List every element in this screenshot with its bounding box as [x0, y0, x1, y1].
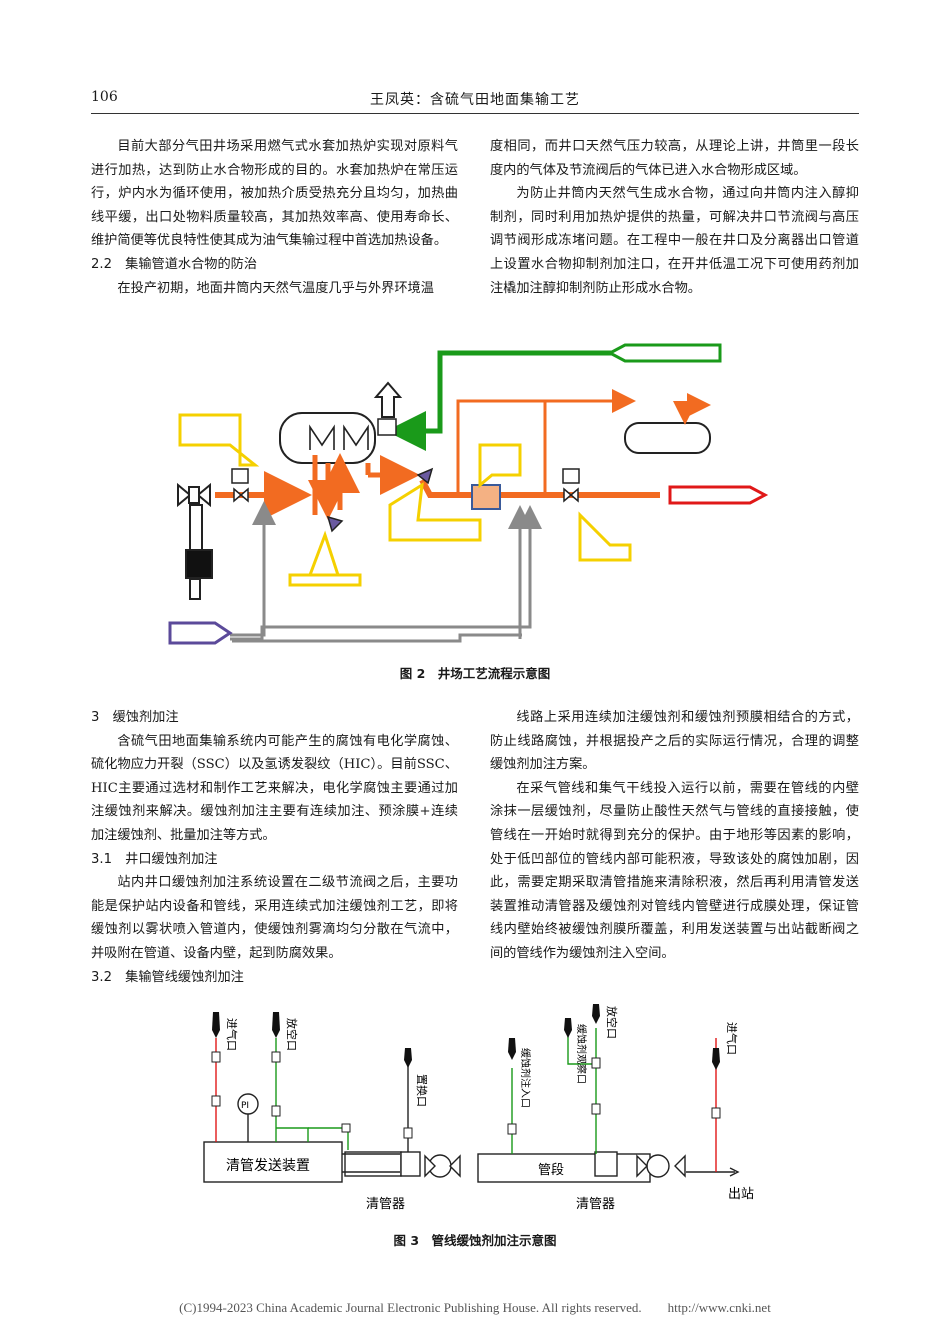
pig-right: [594, 1151, 618, 1177]
adjusting-valve-box: [471, 484, 501, 510]
orange-process-lines: [215, 389, 711, 520]
label-pipe-section: 管段: [538, 1163, 564, 1178]
paragraph: 在投产初期，地面井筒内天然气温度几乎与外界环境温: [117, 280, 434, 296]
pipe-section: [477, 1153, 651, 1183]
paragraph: 目前大部分气田井场采用燃气式水套加热炉实现对原料气进行加热，达到防止水合物形成的…: [91, 139, 458, 249]
figure-3-caption: 图 3 管线缓蚀剂加注示意图: [393, 1233, 557, 1248]
label-vent-right: 放空口: [605, 1006, 619, 1039]
green-fuel-line: [386, 343, 722, 451]
label-pig-left: 清管器: [366, 1197, 405, 1212]
label-observe-port: 缓蚀剂观察口: [575, 1024, 588, 1084]
header-rule: [91, 113, 859, 114]
label-vent-left: 放空口: [285, 1018, 299, 1051]
label-injection-port: 缓蚀剂注入口: [519, 1048, 532, 1108]
section-heading-3-2: 3.2 集输管线缓蚀剂加注: [91, 969, 244, 985]
left-column-bottom: 3 缓蚀剂加注 含硫气田地面集输系统内可能产生的腐蚀有电化学腐蚀、硫化物应力开裂…: [91, 706, 458, 989]
left-column-top: 目前大部分气田井场采用燃气式水套加热炉实现对原料气进行加热，达到防止水合物形成的…: [91, 135, 458, 300]
valves: [231, 467, 580, 533]
separator-vessel: [624, 422, 711, 454]
figure-2-process-flow: [168, 343, 769, 645]
label-inlet-left: 进气口: [225, 1018, 239, 1051]
label-outlet: 出站: [728, 1187, 754, 1202]
figure-2-caption: 图 2 井场工艺流程示意图: [399, 666, 551, 681]
water-jacket-heater: [279, 381, 403, 464]
paragraph: 在采气管线和集气干线投入运行以前，需要在管线的内壁涂抹一层缓蚀剂，尽量防止酸性天…: [490, 780, 859, 961]
right-column-top: 度相同，而井口天然气压力较高，从理论上讲，井筒里一段长度内的气体及节流阀后的气体…: [490, 135, 859, 300]
gray-chemical-lines: [230, 501, 542, 643]
pig-launcher: [203, 1141, 343, 1183]
figure-3-pipeline-injection: 进气口 放空口 PI 清管发送装置 清管器 置换口 缓蚀剂注入口 缓蚀剂观察口 …: [203, 1004, 754, 1212]
page-number: 106: [91, 89, 118, 105]
label-replace-port: 置换口: [415, 1074, 429, 1107]
copyright-footer: (C)1994-2023 China Academic Journal Elec…: [179, 1300, 771, 1315]
label-launcher: 清管发送装置: [226, 1158, 310, 1174]
yellow-callouts: [178, 413, 632, 587]
paragraph: 为防止井筒内天然气生成水合物，通过向井筒内注入醇抑制剂，同时利用加热炉提供的热量…: [490, 186, 859, 296]
label-pig-right: 清管器: [576, 1197, 615, 1212]
label-gauge: PI: [241, 1101, 249, 1111]
pig-left: [400, 1151, 421, 1177]
right-column-bottom: 线路上采用连续加注缓蚀剂和缓蚀剂预膜相结合的方式，防止线路腐蚀，并根据投产之后的…: [490, 706, 859, 966]
label-inlet-right: 进气口: [725, 1022, 739, 1055]
paragraph: 含硫气田地面集输系统内可能产生的腐蚀有电化学腐蚀、硫化物应力开裂（SSC）以及氢…: [91, 733, 458, 843]
paragraph: 站内井口缓蚀剂加注系统设置在二级节流阀之后，主要功能是保护站内设备和管线，采用连…: [91, 875, 458, 961]
running-title: 王凤英：含硫气田地面集输工艺: [370, 92, 580, 108]
section-heading-3: 3 缓蚀剂加注: [91, 710, 179, 725]
paragraph: 度相同，而井口天然气压力较高，从理论上讲，井筒里一段长度内的气体及节流阀后的气体…: [490, 139, 859, 178]
wellhead: [177, 482, 213, 600]
purple-chemical-source: [168, 621, 233, 645]
section-heading-3-1: 3.1 井口缓蚀剂加注: [91, 851, 218, 867]
section-heading-2-2: 2.2 集输管道水合物的防治: [91, 256, 258, 272]
paragraph: 线路上采用连续加注缓蚀剂和缓蚀剂预膜相结合的方式，防止线路腐蚀，并根据投产之后的…: [490, 710, 859, 773]
